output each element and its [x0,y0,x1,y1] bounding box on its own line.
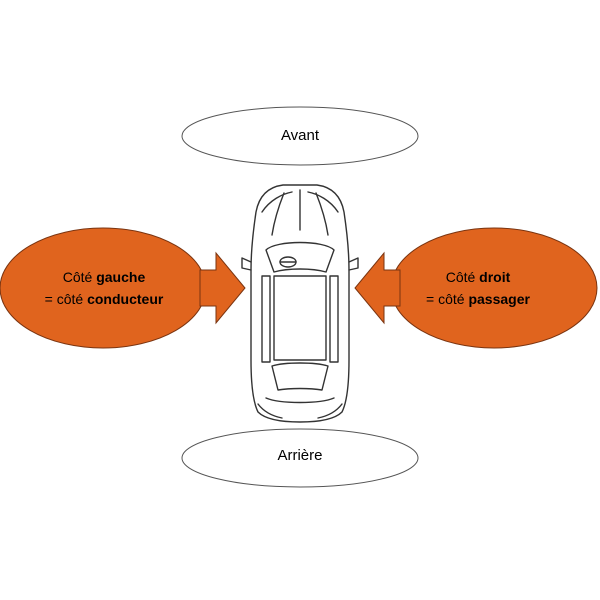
front-label: Avant [280,127,320,144]
left-side-line2: = côté conducteur [4,288,204,310]
right-side-label: Côté droit = côté passager [378,266,578,310]
rear-label: Arrière [277,447,323,464]
arrow-left-icon [354,251,401,325]
rear-ellipse [181,428,419,488]
left-side-line1-bold: gauche [96,269,146,285]
right-side-line2: = côté passager [378,288,578,310]
arrow-right-icon [199,251,246,325]
right-side-line2-prefix: = côté [426,291,465,307]
right-side-line2-bold: passager [468,291,530,307]
right-side-line1-bold: droit [479,269,511,285]
right-side-line1-prefix: Côté [445,269,476,285]
right-side-line1: Côté droit [378,266,578,288]
front-ellipse [181,106,419,166]
car-top-view-icon [241,184,359,423]
left-side-line1: Côté gauche [4,266,204,288]
left-side-line1-prefix: Côté [62,269,93,285]
left-side-label: Côté gauche = côté conducteur [4,266,204,310]
left-side-line2-bold: conducteur [87,291,164,307]
left-side-line2-prefix: = côté [44,291,84,307]
